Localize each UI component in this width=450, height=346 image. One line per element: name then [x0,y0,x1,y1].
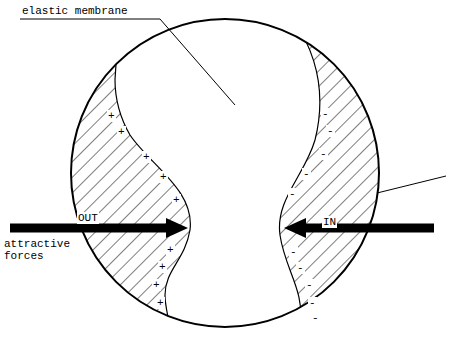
charge-sign: - [326,125,335,137]
part-label: elastic membrane [22,5,128,17]
charge-sign: - [311,312,320,324]
charge-sign: + [159,171,168,183]
charge-sign: + [158,261,167,273]
elastic-membrane [115,0,320,346]
vessel-circle [71,19,379,327]
force-arrow [10,224,168,233]
charge-sign: - [321,108,330,120]
force-label: attractive forces [4,238,76,262]
charge-sign: - [302,168,311,180]
charge-sign: - [296,262,305,274]
charge-sign: - [305,279,314,291]
region-label: OUT [77,212,99,224]
arrow-head [166,218,188,238]
charge-sign: - [289,246,298,258]
leader-line [20,19,235,105]
charge-sign: + [172,194,181,206]
charge-sign: + [156,297,165,309]
membrane-edge [115,0,190,346]
region-label: IN [322,216,337,228]
charge-sign: + [152,279,161,291]
leader-line [377,176,446,193]
charge-sign: + [117,126,126,138]
charge-sign: + [166,244,175,256]
charge-sign: - [308,297,317,309]
charge-sign: + [142,151,151,163]
charge-sign: - [319,148,328,160]
arrow-head [284,218,306,238]
charge-sign: + [107,110,116,122]
charge-sign: - [288,188,297,200]
membrane-edge [279,0,319,346]
